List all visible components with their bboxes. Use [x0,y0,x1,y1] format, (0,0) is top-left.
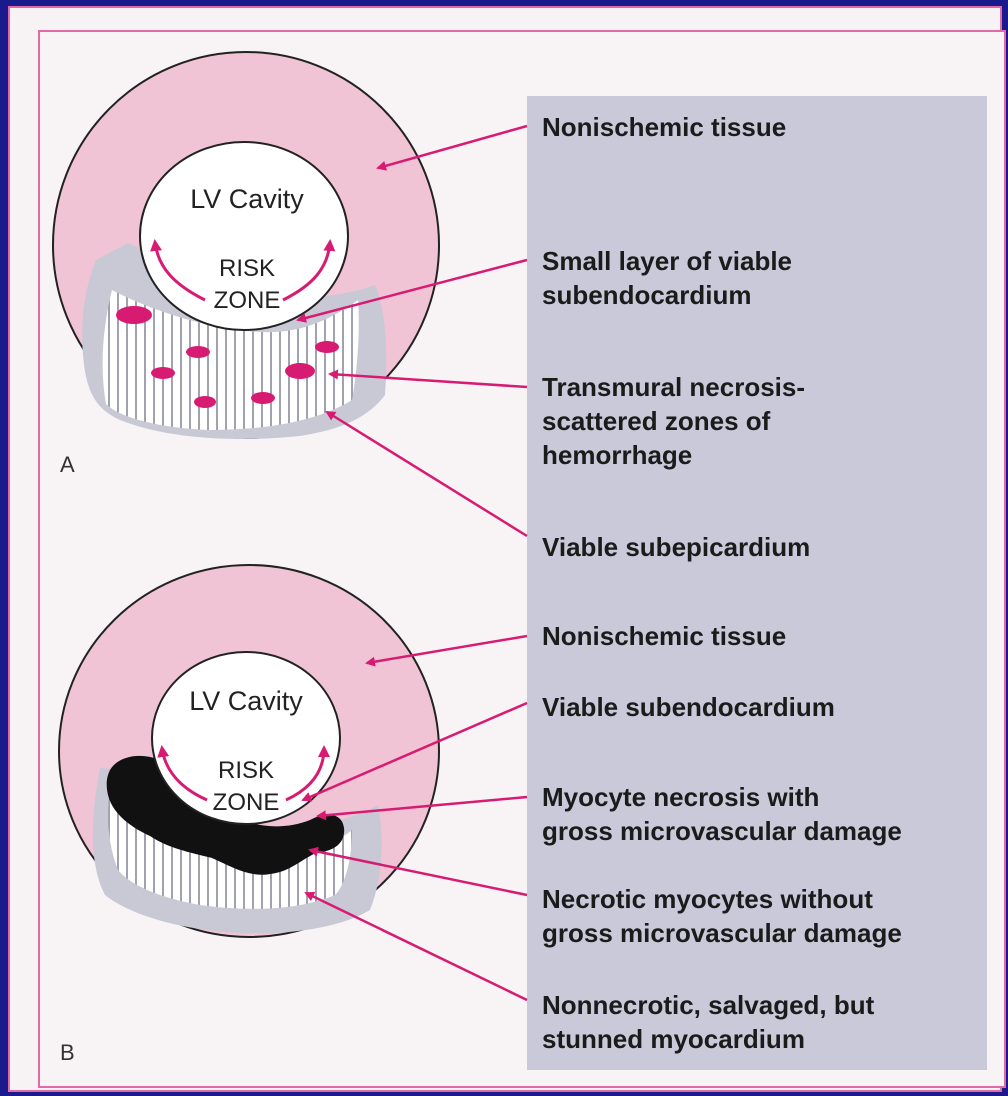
label-stunned-myocardium: Nonnecrotic, salvaged, but stunned myoca… [542,988,874,1056]
panel-letter-a: A [60,452,75,478]
label-myocyte-necrosis: Myocyte necrosis with gross microvascula… [542,780,902,848]
hemorrhage-zone [285,363,315,379]
heart-a: LV Cavity RISK ZONE [53,52,439,439]
label-viable-subendocardium-b: Viable subendocardium [542,690,835,724]
zone-label-line: RISK [219,255,275,282]
label-viable-subendocardium-a: Small layer of viable subendocardium [542,244,792,312]
hemorrhage-zone [151,367,175,379]
hemorrhage-zone [186,346,210,358]
panel-letter-b: B [60,1040,75,1066]
leader-arrow [327,412,527,536]
hemorrhage-zone [315,341,339,353]
label-viable-subepicardium: Viable subepicardium [542,530,810,564]
leader-arrow [306,893,527,1000]
label-transmural-necrosis: Transmural necrosis- scattered zones of … [542,370,805,472]
zone-label-line: RISK [218,757,274,784]
zone-label-line: ZONE [214,287,281,314]
label-nonischemic-tissue-b: Nonischemic tissue [542,619,786,653]
heart-b: LV Cavity RISK ZONE [59,565,439,937]
label-nonischemic-tissue-a: Nonischemic tissue [542,110,786,144]
cavity-label-a: LV Cavity [190,184,304,214]
zone-label-line: ZONE [213,789,280,816]
label-necrotic-myocytes: Necrotic myocytes without gross microvas… [542,882,902,950]
cavity-label-b: LV Cavity [189,686,303,716]
hemorrhage-zone [116,306,152,324]
hemorrhage-zone [251,392,275,404]
hemorrhage-zone [194,396,216,408]
